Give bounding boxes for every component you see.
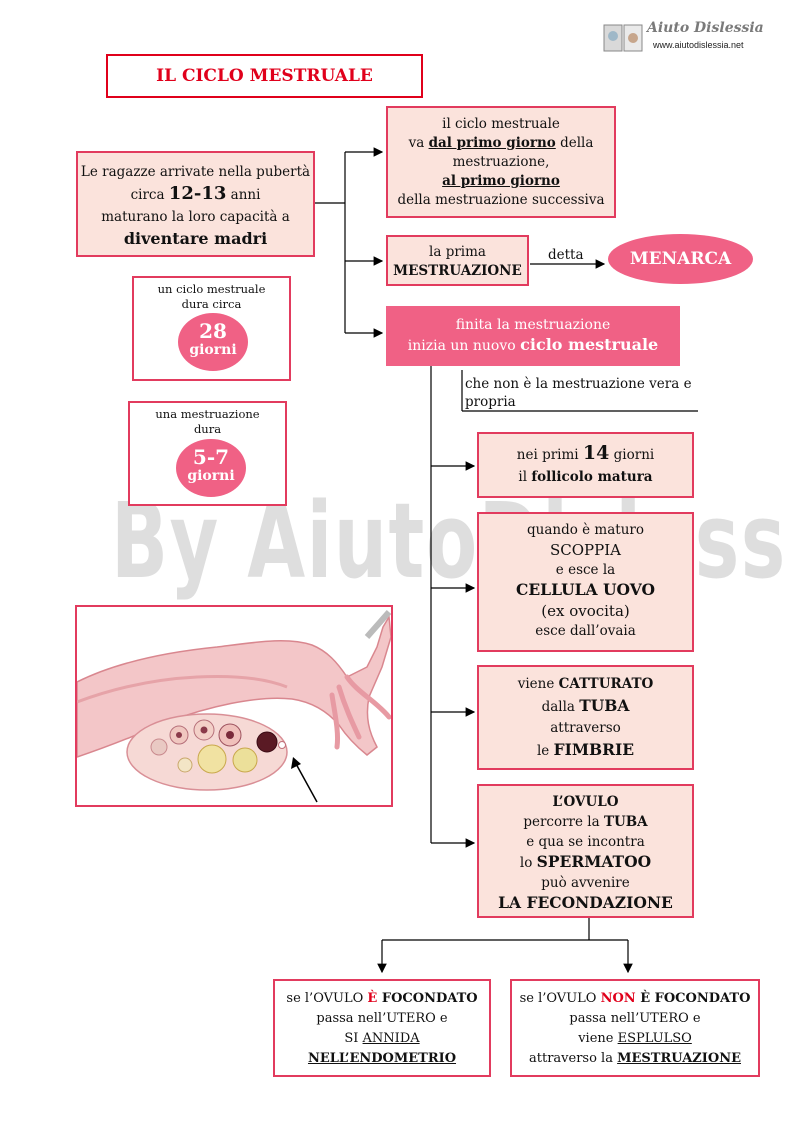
note-text: che non è la mestruazione vera e propria bbox=[465, 375, 692, 411]
step-ovulation-line-4: CELLULA UOVO bbox=[516, 580, 655, 599]
period-length-line-2: dura bbox=[193, 422, 222, 436]
step-ovulation-line-2: SCOPPIA bbox=[550, 541, 621, 559]
period-length-badge: 5-7 giorni bbox=[176, 439, 246, 497]
result-not-fertilized-line-2: passa nell’UTERO e bbox=[569, 1011, 701, 1026]
step-follicle-box: nei primi 14 giorni il follicolo matura bbox=[477, 432, 694, 498]
result-not-fertilized-line-1: se l’OVULO NON È FOCONDATO bbox=[519, 991, 751, 1006]
step-capture-line-3: attraverso bbox=[550, 720, 621, 736]
result-not-fertilized-box: se l’OVULO NON È FOCONDATO passa nell’UT… bbox=[510, 979, 760, 1077]
step-fertilization-line-2: percorre la TUBA bbox=[523, 814, 648, 830]
logo-book-icon bbox=[603, 22, 643, 54]
note-line-1: che non è la mestruazione vera e bbox=[465, 376, 692, 392]
new-cycle-box: finita la mestruazione inizia un nuovo c… bbox=[386, 306, 680, 366]
cycle-length-number: 28 bbox=[199, 319, 227, 343]
step-fertilization-box: L’OVULO percorre la TUBA e qua se incont… bbox=[477, 784, 694, 918]
cycle-length-badge: 28 giorni bbox=[178, 313, 248, 371]
intro-line-3: maturano la loro capacità a bbox=[101, 209, 290, 225]
intro-age: 12-13 bbox=[168, 183, 227, 204]
definition-box: il ciclo mestruale va dal primo giorno d… bbox=[386, 106, 616, 218]
definition-line-3: mestruazione, bbox=[452, 154, 550, 170]
cycle-length-line-2: dura circa bbox=[181, 297, 242, 311]
step-fertilization-line-5: può avvenire bbox=[541, 875, 630, 891]
first-menstruation-line-1: la prima bbox=[429, 244, 486, 260]
first-menstruation-box: la prima MESTRUAZIONE bbox=[386, 235, 529, 286]
result-fertilized-line-4: NELL’ENDOMETRIO bbox=[307, 1051, 457, 1066]
definition-line-2: va dal primo giorno della bbox=[408, 135, 594, 151]
logo-title: Aiuto Dislessia bbox=[647, 20, 764, 36]
step-capture-box: viene CATTURATO dalla TUBA attraverso le… bbox=[477, 665, 694, 770]
period-length-number: 5-7 bbox=[192, 445, 230, 469]
step-ovulation-box: quando è maturo SCOPPIA e esce la CELLUL… bbox=[477, 512, 694, 652]
new-cycle-line-1: finita la mestruazione bbox=[455, 317, 611, 333]
period-length-unit: giorni bbox=[187, 468, 235, 484]
step-ovulation-line-1: quando è maturo bbox=[527, 522, 644, 538]
step-ovulation-line-3: e esce la bbox=[555, 562, 616, 578]
step-capture-line-4: le FIMBRIE bbox=[536, 740, 635, 759]
page-title-box: IL CICLO MESTRUALE bbox=[106, 54, 423, 98]
connector-label-detta: detta bbox=[548, 247, 584, 263]
menarca-badge: MENARCA bbox=[608, 234, 753, 284]
logo[interactable]: Aiuto Dislessia www.aiutodislessia.net bbox=[603, 20, 764, 56]
ovary-tube-drawing bbox=[77, 610, 391, 803]
cycle-length-line-1: un ciclo mestruale bbox=[157, 282, 266, 296]
step-fertilization-line-6: LA FECONDAZIONE bbox=[498, 893, 673, 912]
period-length-line-1: una mestruazione bbox=[155, 407, 260, 421]
intro-line-1: Le ragazze arrivate nella pubertà bbox=[80, 164, 311, 180]
step-capture-line-1: viene CATTURATO bbox=[517, 676, 654, 692]
step-fertilization-line-1: L’OVULO bbox=[552, 794, 619, 810]
definition-line-1: il ciclo mestruale bbox=[442, 116, 560, 132]
first-menstruation-line-2: MESTRUAZIONE bbox=[393, 263, 522, 279]
step-follicle-line-1: nei primi 14 giorni bbox=[516, 442, 655, 464]
cycle-length-unit: giorni bbox=[189, 342, 237, 358]
intro-line-2: circa 12-13 anni bbox=[130, 183, 261, 204]
result-fertilized-box: se l’OVULO È FOCONDATO passa nell’UTERO … bbox=[273, 979, 491, 1077]
definition-line-5: della mestruazione successiva bbox=[397, 192, 605, 208]
step-capture-line-2: dalla TUBA bbox=[541, 696, 630, 715]
result-fertilized-line-3: SI ANNIDA bbox=[344, 1031, 420, 1046]
ovary-illustration bbox=[75, 605, 393, 807]
new-cycle-line-2: inizia un nuovo ciclo mestruale bbox=[407, 335, 659, 354]
step-fertilization-line-3: e qua se incontra bbox=[526, 834, 645, 850]
result-fertilized-line-2: passa nell’UTERO e bbox=[316, 1011, 448, 1026]
logo-url: www.aiutodislessia.net bbox=[653, 40, 744, 50]
definition-line-4: al primo giorno bbox=[442, 173, 560, 189]
result-fertilized-line-1: se l’OVULO È FOCONDATO bbox=[286, 991, 478, 1006]
page-title: IL CICLO MESTRUALE bbox=[156, 66, 373, 86]
step-ovulation-line-5: (ex ovocita) bbox=[541, 602, 630, 620]
step-follicle-line-2: il follicolo matura bbox=[518, 469, 653, 485]
result-not-fertilized-line-4: attraverso la MESTRUAZIONE bbox=[529, 1051, 741, 1066]
intro-box: Le ragazze arrivate nella pubertà circa … bbox=[76, 151, 315, 257]
menarca-label: MENARCA bbox=[629, 249, 732, 269]
step-ovulation-line-6: esce dall’ovaia bbox=[535, 623, 636, 639]
step-fertilization-line-4: lo SPERMATOO bbox=[519, 852, 652, 871]
result-not-fertilized-line-3: viene ESPLULSO bbox=[578, 1031, 692, 1046]
note-line-2: propria bbox=[465, 394, 516, 410]
intro-line-4: diventare madri bbox=[123, 229, 268, 248]
